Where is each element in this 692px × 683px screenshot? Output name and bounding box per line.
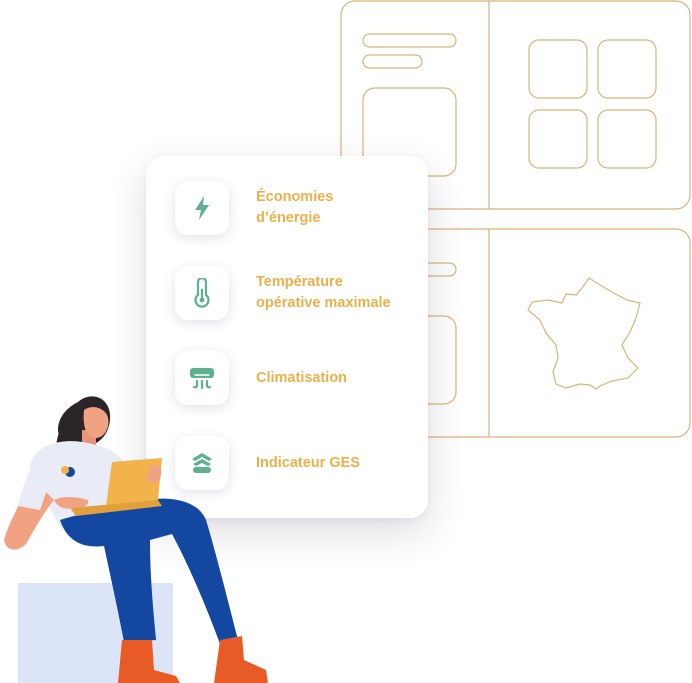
thermometer-icon (175, 266, 229, 320)
woman-with-laptop-illustration (4, 396, 268, 683)
feature-label: Indicateur GES (256, 454, 360, 471)
feature-item-energy-savings: Économies d’énergie (175, 181, 426, 235)
greenhouse-gas-icon (175, 436, 229, 490)
feature-label: Température opérative maximale (256, 274, 391, 311)
feature-label: Climatisation (256, 369, 348, 386)
feature-item-ghg-indicator: Indicateur GES (175, 436, 426, 490)
air-conditioner-icon (175, 351, 229, 405)
feature-label: Économies d’énergie (256, 189, 334, 226)
france-map-outline (527, 277, 641, 390)
feature-item-max-operative-temperature: Température opérative maximale (175, 266, 426, 320)
feature-item-air-conditioning: Climatisation (175, 351, 426, 405)
feature-card: Économies d’énergie Température opérativ… (146, 156, 428, 518)
lightning-bolt-icon (175, 181, 229, 235)
